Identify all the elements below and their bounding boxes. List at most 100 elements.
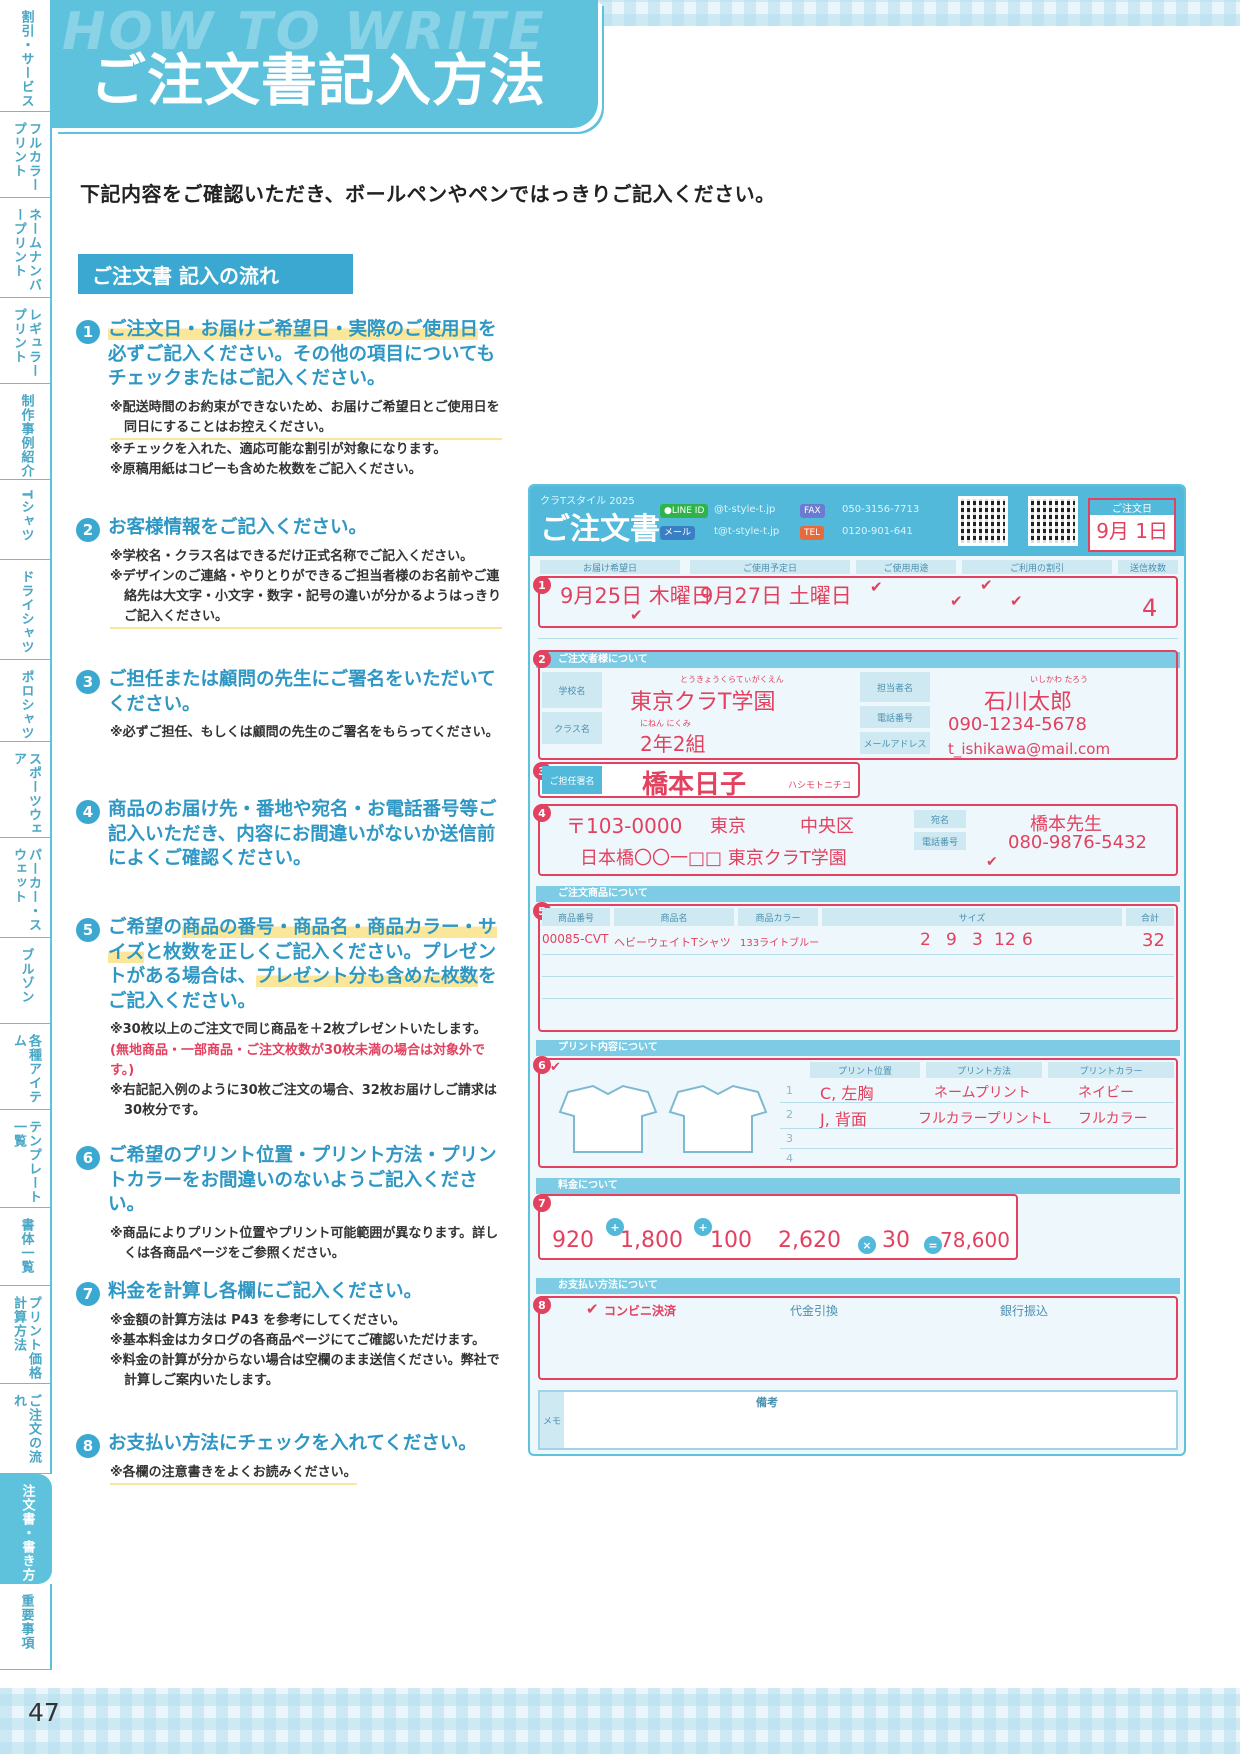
step-1: 1 ご注文日・お届けご希望日・実際のご使用日を必ずご記入ください。その他の項目に… — [76, 318, 502, 480]
form-title: ご注文書 — [540, 512, 660, 547]
phone-number: 090-1234-5678 — [948, 714, 1087, 735]
step-number: 8 — [76, 1434, 100, 1458]
check-mark-icon: ✔ — [550, 1060, 561, 1075]
fax-badge: FAX — [800, 504, 825, 518]
divider — [542, 954, 1174, 955]
qr-code-icon[interactable] — [1028, 496, 1078, 546]
check-mark-icon: ✔ — [630, 606, 643, 624]
label-contact: 担当者名 — [860, 672, 930, 702]
step-6: 6 ご希望のプリント位置・プリント方法・プリントカラーをお間違いのないようご記入… — [76, 1144, 502, 1264]
label-purpose: ご使用用途 — [856, 560, 956, 574]
check-mark-icon: ✔ — [1010, 592, 1023, 610]
line-badge: ●LINE ID — [660, 504, 709, 518]
side-tab-dry[interactable]: ドライシャツ — [0, 560, 52, 660]
payment-option-convenience[interactable]: コンビニ決済 — [604, 1304, 677, 1318]
side-tab-blouson[interactable]: ブルゾン — [0, 938, 52, 1024]
fee-print: 1,800 — [620, 1228, 683, 1253]
label-discount: ご利用の割引 — [962, 560, 1112, 574]
step-notes: ※商品によりプリント位置やプリント可能範囲が異なります。詳しくは各商品ページをご… — [110, 1225, 499, 1261]
side-tab-templates[interactable]: テンプレート一覧 — [0, 1110, 52, 1208]
plus-icon: + — [694, 1218, 712, 1236]
product-number: 00085-CVT — [542, 932, 609, 946]
size-qty: 6 — [1022, 930, 1033, 950]
side-tab-parka[interactable]: パーカー・スウェット — [0, 838, 52, 938]
payment-section-bar: お支払い方法について — [536, 1278, 1180, 1294]
side-tab-important[interactable]: 重要事項 — [0, 1584, 52, 1670]
side-tab-fonts[interactable]: 書体一覧 — [0, 1208, 52, 1286]
side-tab-regular[interactable]: レギュラープリント — [0, 298, 52, 384]
side-tab-order-flow[interactable]: ご注文の流れ — [0, 1384, 52, 1474]
school-kana: とうきょうくらてぃがくえん — [680, 675, 784, 684]
contact-name: 石川太郎 — [984, 690, 1073, 715]
print-color: ネイビー — [1078, 1085, 1134, 1101]
step-number: 1 — [76, 320, 100, 344]
step-text: 料金を計算し各欄にご記入ください。 — [108, 1281, 423, 1302]
side-tab-price[interactable]: プリント価格計算方法 — [0, 1286, 52, 1384]
plus-icon: + — [606, 1218, 624, 1236]
step-number: 3 — [76, 670, 100, 694]
size-qty: 12 — [994, 930, 1016, 950]
class-kana: にねん にくみ — [640, 719, 691, 728]
label-product-no: 商品番号 — [542, 908, 610, 926]
section-8-box — [538, 1296, 1178, 1380]
side-tab-examples[interactable]: 制作事例紹介 — [0, 384, 52, 480]
fee-option: 100 — [710, 1228, 752, 1253]
side-tab-polo[interactable]: ポロシャツ — [0, 660, 52, 742]
check-mark-icon: ✔ — [986, 854, 998, 870]
school-name: 東京クラT学園 — [630, 690, 776, 715]
print-row-number: 3 — [786, 1132, 793, 1145]
line-id: @t-style-t.jp — [714, 504, 776, 515]
side-tab-items[interactable]: 各種アイテム — [0, 1024, 52, 1110]
print-method: フルカラープリントL — [918, 1111, 1051, 1127]
total-qty: 32 — [1142, 930, 1165, 951]
step-notes: ※各欄の注意書きをよくお読みください。 — [110, 1463, 502, 1485]
fee-unit-total: 2,620 — [778, 1228, 841, 1253]
print-header-color: プリントカラー — [1048, 1062, 1174, 1078]
times-icon: × — [858, 1236, 876, 1254]
order-date-label: ご注文日 — [1090, 500, 1174, 515]
side-tab-name-number[interactable]: ネームナンバープリント — [0, 198, 52, 298]
sample-order-form: クラTスタイル 2025 ご注文書 ●LINE ID @t-style-t.jp… — [528, 484, 1186, 1456]
order-date-value: 9月 1日 — [1096, 519, 1168, 543]
divider — [780, 1128, 1174, 1129]
payment-option-cod[interactable]: 代金引換 — [790, 1304, 839, 1318]
print-method: ネームプリント — [934, 1085, 1031, 1101]
side-nav: 割引・サービス フルカラープリント ネームナンバープリント レギュラープリント … — [0, 0, 52, 1680]
label-product-name: 商品名 — [614, 908, 734, 926]
products-section-bar: ご注文商品について — [536, 886, 1180, 902]
page-title: ご注文書記入方法 — [90, 49, 546, 114]
side-tab-fullcolor[interactable]: フルカラープリント — [0, 112, 52, 198]
step-4: 4 商品のお届け先・番地や宛名・お電話番号等ご記入いただき、内容にお間違いがない… — [76, 798, 502, 872]
step-notes: ※金額の計算方法は P43 を参考にしてください。 ※基本料金はカタログの各商品… — [110, 1312, 500, 1389]
mail-badge: メール — [660, 526, 696, 540]
divider — [538, 638, 1178, 639]
fee-grand-total: 78,600 — [940, 1228, 1010, 1252]
marker-8: 8 — [533, 1296, 551, 1314]
step-text: ご注文日・お届けご希望日・実際のご使用日を必ずご記入ください。その他の項目につい… — [108, 319, 497, 390]
side-tab-discount[interactable]: 割引・サービス — [0, 0, 52, 112]
recipient-name: 橋本先生 — [1030, 814, 1102, 835]
label-total: 合計 — [1126, 908, 1174, 926]
marker-4: 4 — [533, 804, 551, 822]
side-tab-order-form[interactable]: 注文書・書き方 — [0, 1474, 52, 1584]
section-4-box — [538, 804, 1178, 876]
label-use: ご使用予定日 — [690, 560, 850, 574]
contact-kana: いしかわ たろう — [1030, 675, 1089, 684]
fax-number: 050-3156-7713 — [842, 504, 920, 515]
divider — [542, 998, 1174, 999]
marker-1: 1 — [533, 576, 551, 594]
label-memo: メモ — [540, 1392, 564, 1448]
side-tab-sports[interactable]: スポーツウェア — [0, 742, 52, 838]
step-2: 2 お客様情報をご記入ください。 ※学校名・クラス名はできるだけ正式名称でご記入… — [76, 516, 502, 630]
step-3: 3 ご担任または顧問の先生にご署名をいただいてください。 ※必ずご担任、もしくは… — [76, 668, 502, 743]
side-tab-tshirt[interactable]: Tシャツ — [0, 480, 52, 560]
label-sizes: サイズ — [822, 908, 1122, 926]
label-delivery: お届け希望日 — [540, 560, 680, 574]
qr-code-icon[interactable] — [958, 496, 1008, 546]
divider — [542, 976, 1174, 977]
size-qty: 3 — [972, 930, 983, 950]
payment-option-bank[interactable]: 銀行振込 — [1000, 1304, 1049, 1318]
remarks-label: 備考 — [756, 1396, 778, 1409]
sheets-value: 4 — [1142, 594, 1158, 622]
mail-address: t@t-style-t.jp — [714, 526, 780, 537]
